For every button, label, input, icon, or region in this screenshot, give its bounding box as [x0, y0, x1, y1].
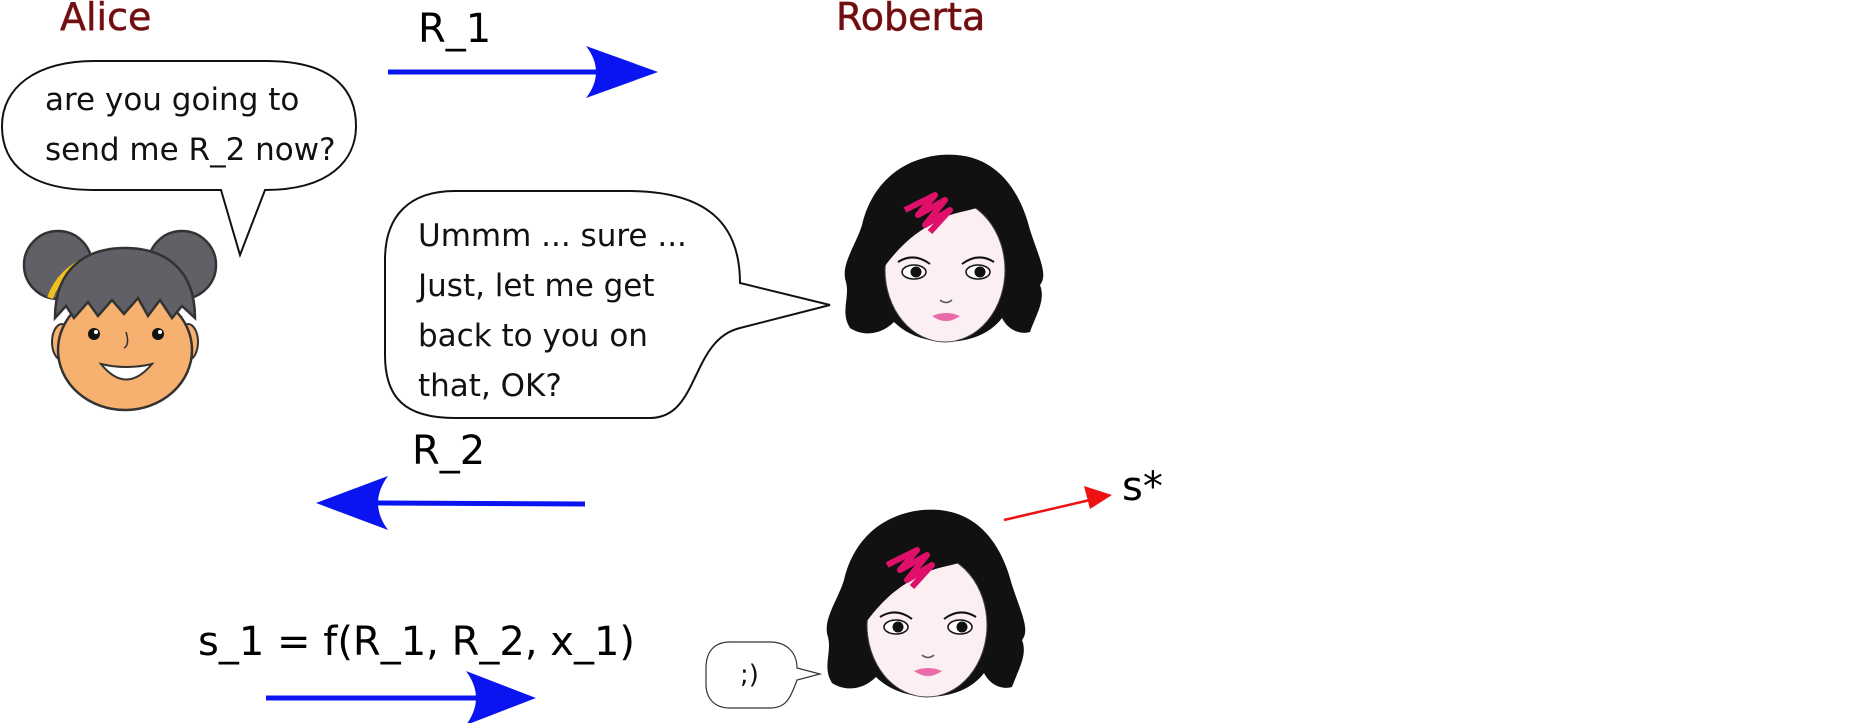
alice-bubble-line-1: are you going to — [45, 82, 299, 118]
label-secret: s* — [1122, 464, 1163, 510]
label-r2: R_2 — [412, 428, 485, 474]
roberta-avatar-icon — [844, 154, 1044, 343]
wink-text: ;) — [740, 660, 759, 690]
roberta-bubble-line-1: Ummm ... sure ... — [418, 218, 687, 254]
roberta-speech-bubble — [384, 190, 831, 419]
alice-name: Alice — [60, 0, 151, 39]
roberta-bubble-text: Ummm ... sure ... Just, let me get back … — [416, 218, 697, 404]
label-r1: R_1 — [418, 6, 491, 52]
label-s1: s_1 = f(R_1, R_2, x_1) — [198, 619, 635, 665]
roberta-bubble-line-2: Just, let me get — [416, 268, 655, 304]
roberta-bubble-line-4: that, OK? — [418, 368, 562, 404]
alice-bubble-text: are you going to send me R_2 now? — [45, 82, 336, 168]
wink-bubble — [705, 641, 823, 709]
roberta-bubble-line-3: back to you on — [418, 318, 648, 354]
alice-avatar-icon — [22, 229, 218, 412]
roberta-avatar-icon-2 — [826, 509, 1026, 698]
alice-speech-bubble — [0, 60, 358, 259]
roberta-name: Roberta — [836, 0, 985, 39]
arrow-s1 — [266, 671, 536, 723]
arrow-secret — [1003, 486, 1112, 522]
arrow-r2 — [316, 476, 586, 530]
alice-bubble-line-2: send me R_2 now? — [45, 132, 336, 168]
arrow-r1 — [388, 46, 658, 98]
